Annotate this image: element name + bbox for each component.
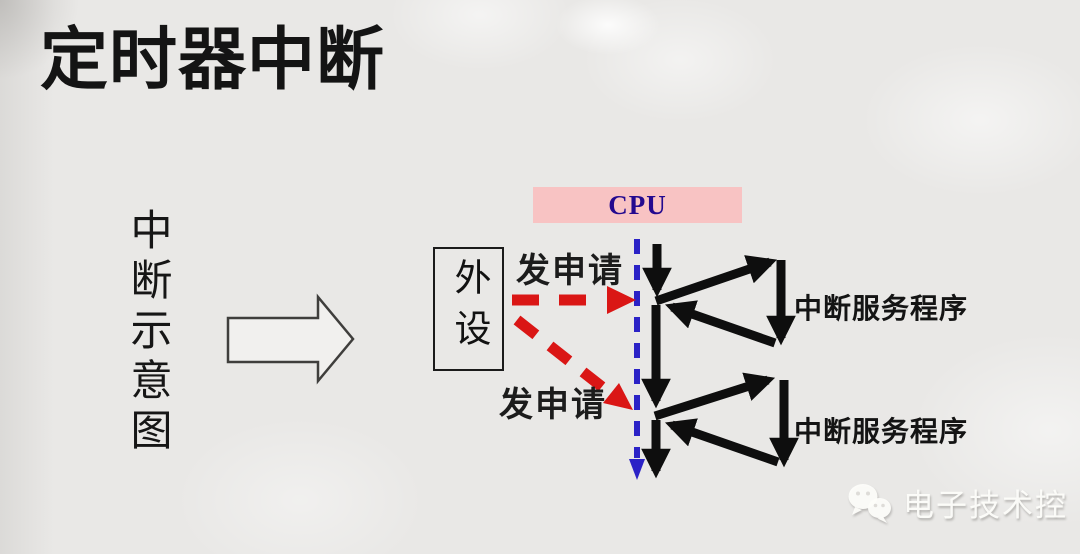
cpu-box: CPU [533,187,742,223]
isr2-return-arrow [664,418,780,467]
peripheral-box: 外设 [433,247,504,371]
isr1-return-arrow [664,300,777,348]
slide-title: 定时器中断 [40,22,386,98]
watermark: 电子技术控 [846,480,1068,525]
request-label-2: 发申请 [499,387,607,424]
side-caption: 中断示意图 [124,208,170,458]
wechat-icon [848,483,891,523]
cpu-label: CPU [608,189,667,220]
isr-label-1: 中断服务程序 [794,294,969,325]
request-arrow-1-head [607,286,636,314]
isr1-jump-arrow [654,255,778,306]
cpu-timeline-arrowhead [629,459,645,480]
watermark-text: 电子技术控 [903,488,1068,523]
right-arrow-icon [226,293,355,385]
isr-label-2: 中断服务程序 [794,417,969,448]
request-label-1: 发申请 [516,253,624,290]
peripheral-label: 外设 [448,258,489,360]
request-arrow-2 [513,315,610,395]
request-arrow-2-head [603,383,633,410]
isr2-jump-arrow [653,372,776,421]
